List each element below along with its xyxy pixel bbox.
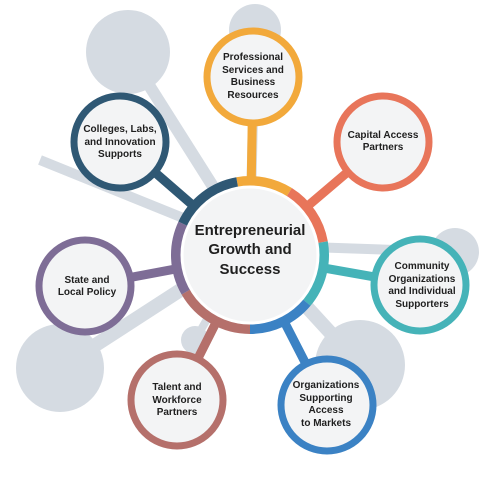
center-label: Entrepreneurial Growth and Success bbox=[194, 221, 306, 278]
center-ring-segment-capital-access bbox=[286, 188, 328, 244]
center-ring-segment-state-local-policy bbox=[171, 221, 191, 295]
node-circle-talent-workforce bbox=[127, 350, 227, 450]
center-ring-segment-colleges-labs bbox=[178, 177, 239, 226]
node-label-state-local-policy: State and Local Policy bbox=[57, 274, 117, 299]
node-label-talent-workforce: Talent and Workforce Partners bbox=[152, 382, 202, 419]
center-ring-segment-professional-services bbox=[236, 176, 292, 197]
node-label-organizations-markets: Organizations Supporting Access to Marke… bbox=[292, 380, 360, 429]
node-circles bbox=[35, 27, 470, 455]
center-ring bbox=[171, 176, 329, 334]
node-label-colleges-labs: Colleges, Labs, and Innovation Supports bbox=[83, 124, 157, 161]
node-label-community-organizations: Community Organizations and Individual S… bbox=[388, 261, 456, 310]
center-ring-segment-talent-workforce bbox=[181, 289, 251, 334]
node-circle-organizations-markets bbox=[277, 355, 377, 455]
node-circle-colleges-labs bbox=[70, 92, 170, 192]
center-circle bbox=[180, 185, 320, 325]
node-label-capital-access: Capital Access Partners bbox=[347, 129, 419, 154]
node-label-professional-services: Professional Services and Business Resou… bbox=[222, 52, 284, 101]
node-circle-community-organizations bbox=[370, 235, 470, 335]
node-circle-capital-access bbox=[333, 92, 433, 192]
node-circle-state-local-policy bbox=[35, 236, 135, 336]
center-ring-segment-community-organizations bbox=[302, 241, 329, 306]
node-circle-professional-services bbox=[203, 27, 303, 127]
center-ring-segment-organizations-markets bbox=[249, 299, 311, 334]
